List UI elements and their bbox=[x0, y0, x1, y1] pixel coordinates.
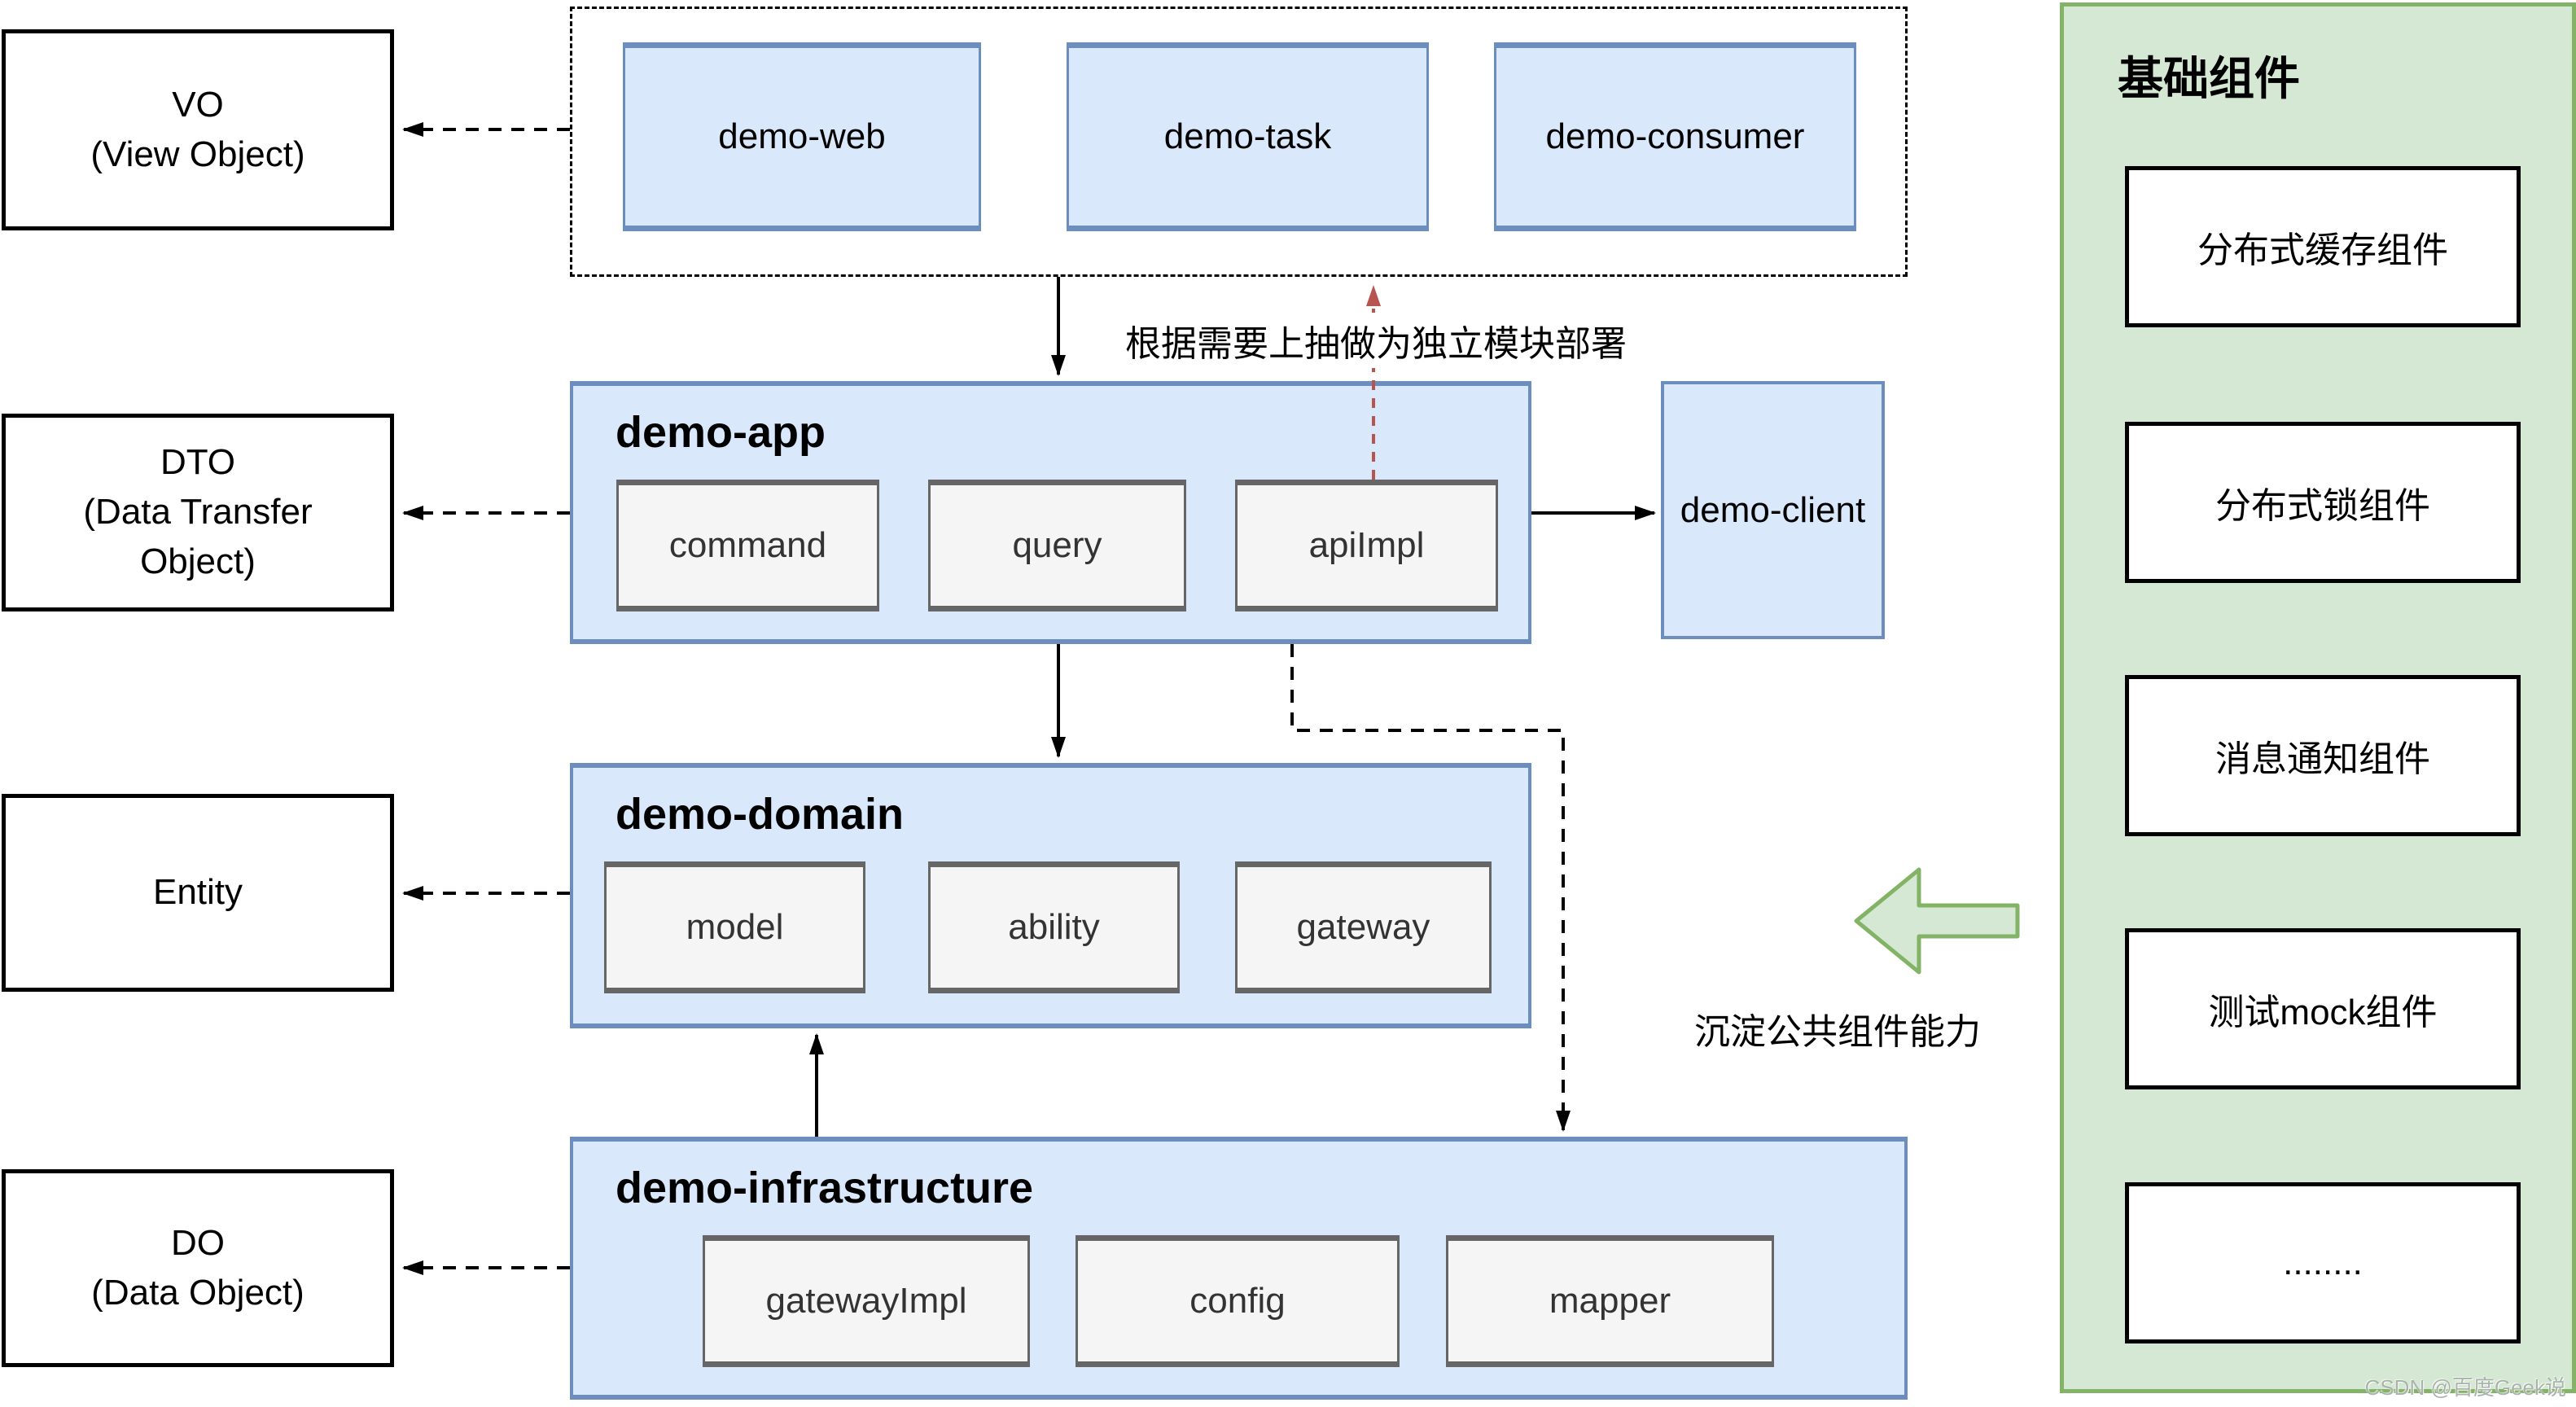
vo-label-line1: VO bbox=[172, 84, 224, 125]
demo-consumer-box: demo-consumer bbox=[1494, 42, 1856, 231]
dto-label-line2: (Data Transfer bbox=[83, 492, 313, 533]
model-box: model bbox=[604, 861, 865, 993]
sink-note: 沉淀公共组件能力 bbox=[1686, 1001, 1989, 1056]
config-label: config bbox=[1189, 1281, 1286, 1321]
vo-box: VO (View Object) bbox=[2, 29, 394, 230]
demo-client-label: demo-client bbox=[1680, 489, 1866, 530]
gateway-label: gateway bbox=[1296, 907, 1430, 947]
query-label: query bbox=[1012, 525, 1102, 565]
dto-label-line3: Object) bbox=[140, 541, 256, 581]
gateway-box: gateway bbox=[1235, 861, 1492, 993]
component-box-message: 消息通知组件 bbox=[2125, 675, 2521, 836]
demo-consumer-label: demo-consumer bbox=[1545, 116, 1805, 156]
watermark: CSDN @百度Geek说 bbox=[2364, 1375, 2566, 1400]
component-box-mock: 测试mock组件 bbox=[2125, 928, 2521, 1089]
demo-infrastructure-title: demo-infrastructure bbox=[616, 1164, 1034, 1212]
component-box-more: ........ bbox=[2125, 1182, 2521, 1343]
demo-task-box: demo-task bbox=[1067, 42, 1429, 231]
apiimpl-label: apiImpl bbox=[1308, 525, 1425, 565]
deployment-group bbox=[570, 7, 1908, 277]
config-box: config bbox=[1076, 1235, 1400, 1367]
base-components-title: 基础组件 bbox=[2118, 53, 2300, 104]
demo-client-box: demo-client bbox=[1661, 381, 1885, 639]
ability-label: ability bbox=[1008, 907, 1100, 947]
demo-app-title: demo-app bbox=[616, 408, 826, 457]
query-box: query bbox=[928, 480, 1186, 611]
component-message-label: 消息通知组件 bbox=[2215, 739, 2430, 779]
component-cache-label: 分布式缓存组件 bbox=[2197, 230, 2448, 270]
component-mock-label: 测试mock组件 bbox=[2208, 993, 2438, 1032]
entity-label: Entity bbox=[152, 872, 243, 913]
component-box-lock: 分布式锁组件 bbox=[2125, 422, 2521, 583]
gatewayimpl-label: gatewayImpl bbox=[765, 1281, 967, 1321]
demo-domain-title: demo-domain bbox=[616, 790, 905, 839]
dto-label-line1: DTO bbox=[160, 442, 236, 483]
demo-task-label: demo-task bbox=[1163, 116, 1332, 156]
demo-web-label: demo-web bbox=[718, 116, 886, 156]
entity-box: Entity bbox=[2, 794, 394, 992]
fat-left-arrow-icon bbox=[1854, 867, 2020, 975]
command-box: command bbox=[616, 480, 879, 611]
gatewayimpl-box: gatewayImpl bbox=[703, 1235, 1030, 1367]
vo-label-line2: (View Object) bbox=[90, 134, 305, 174]
do-label-line2: (Data Object) bbox=[91, 1272, 304, 1313]
do-box: DO (Data Object) bbox=[2, 1169, 394, 1367]
command-label: command bbox=[668, 525, 827, 565]
deploy-note: 根据需要上抽做为独立模块部署 bbox=[1117, 313, 1635, 368]
ability-box: ability bbox=[928, 861, 1180, 993]
do-label-line1: DO bbox=[171, 1222, 225, 1263]
mapper-box: mapper bbox=[1446, 1235, 1774, 1367]
model-label: model bbox=[686, 907, 784, 947]
dto-box: DTO (Data Transfer Object) bbox=[2, 414, 394, 611]
component-lock-label: 分布式锁组件 bbox=[2215, 486, 2430, 526]
mapper-label: mapper bbox=[1549, 1281, 1671, 1321]
apiimpl-box: apiImpl bbox=[1235, 480, 1498, 611]
component-box-cache: 分布式缓存组件 bbox=[2125, 166, 2521, 327]
component-more-label: ........ bbox=[2283, 1243, 2363, 1282]
demo-web-box: demo-web bbox=[623, 42, 981, 231]
